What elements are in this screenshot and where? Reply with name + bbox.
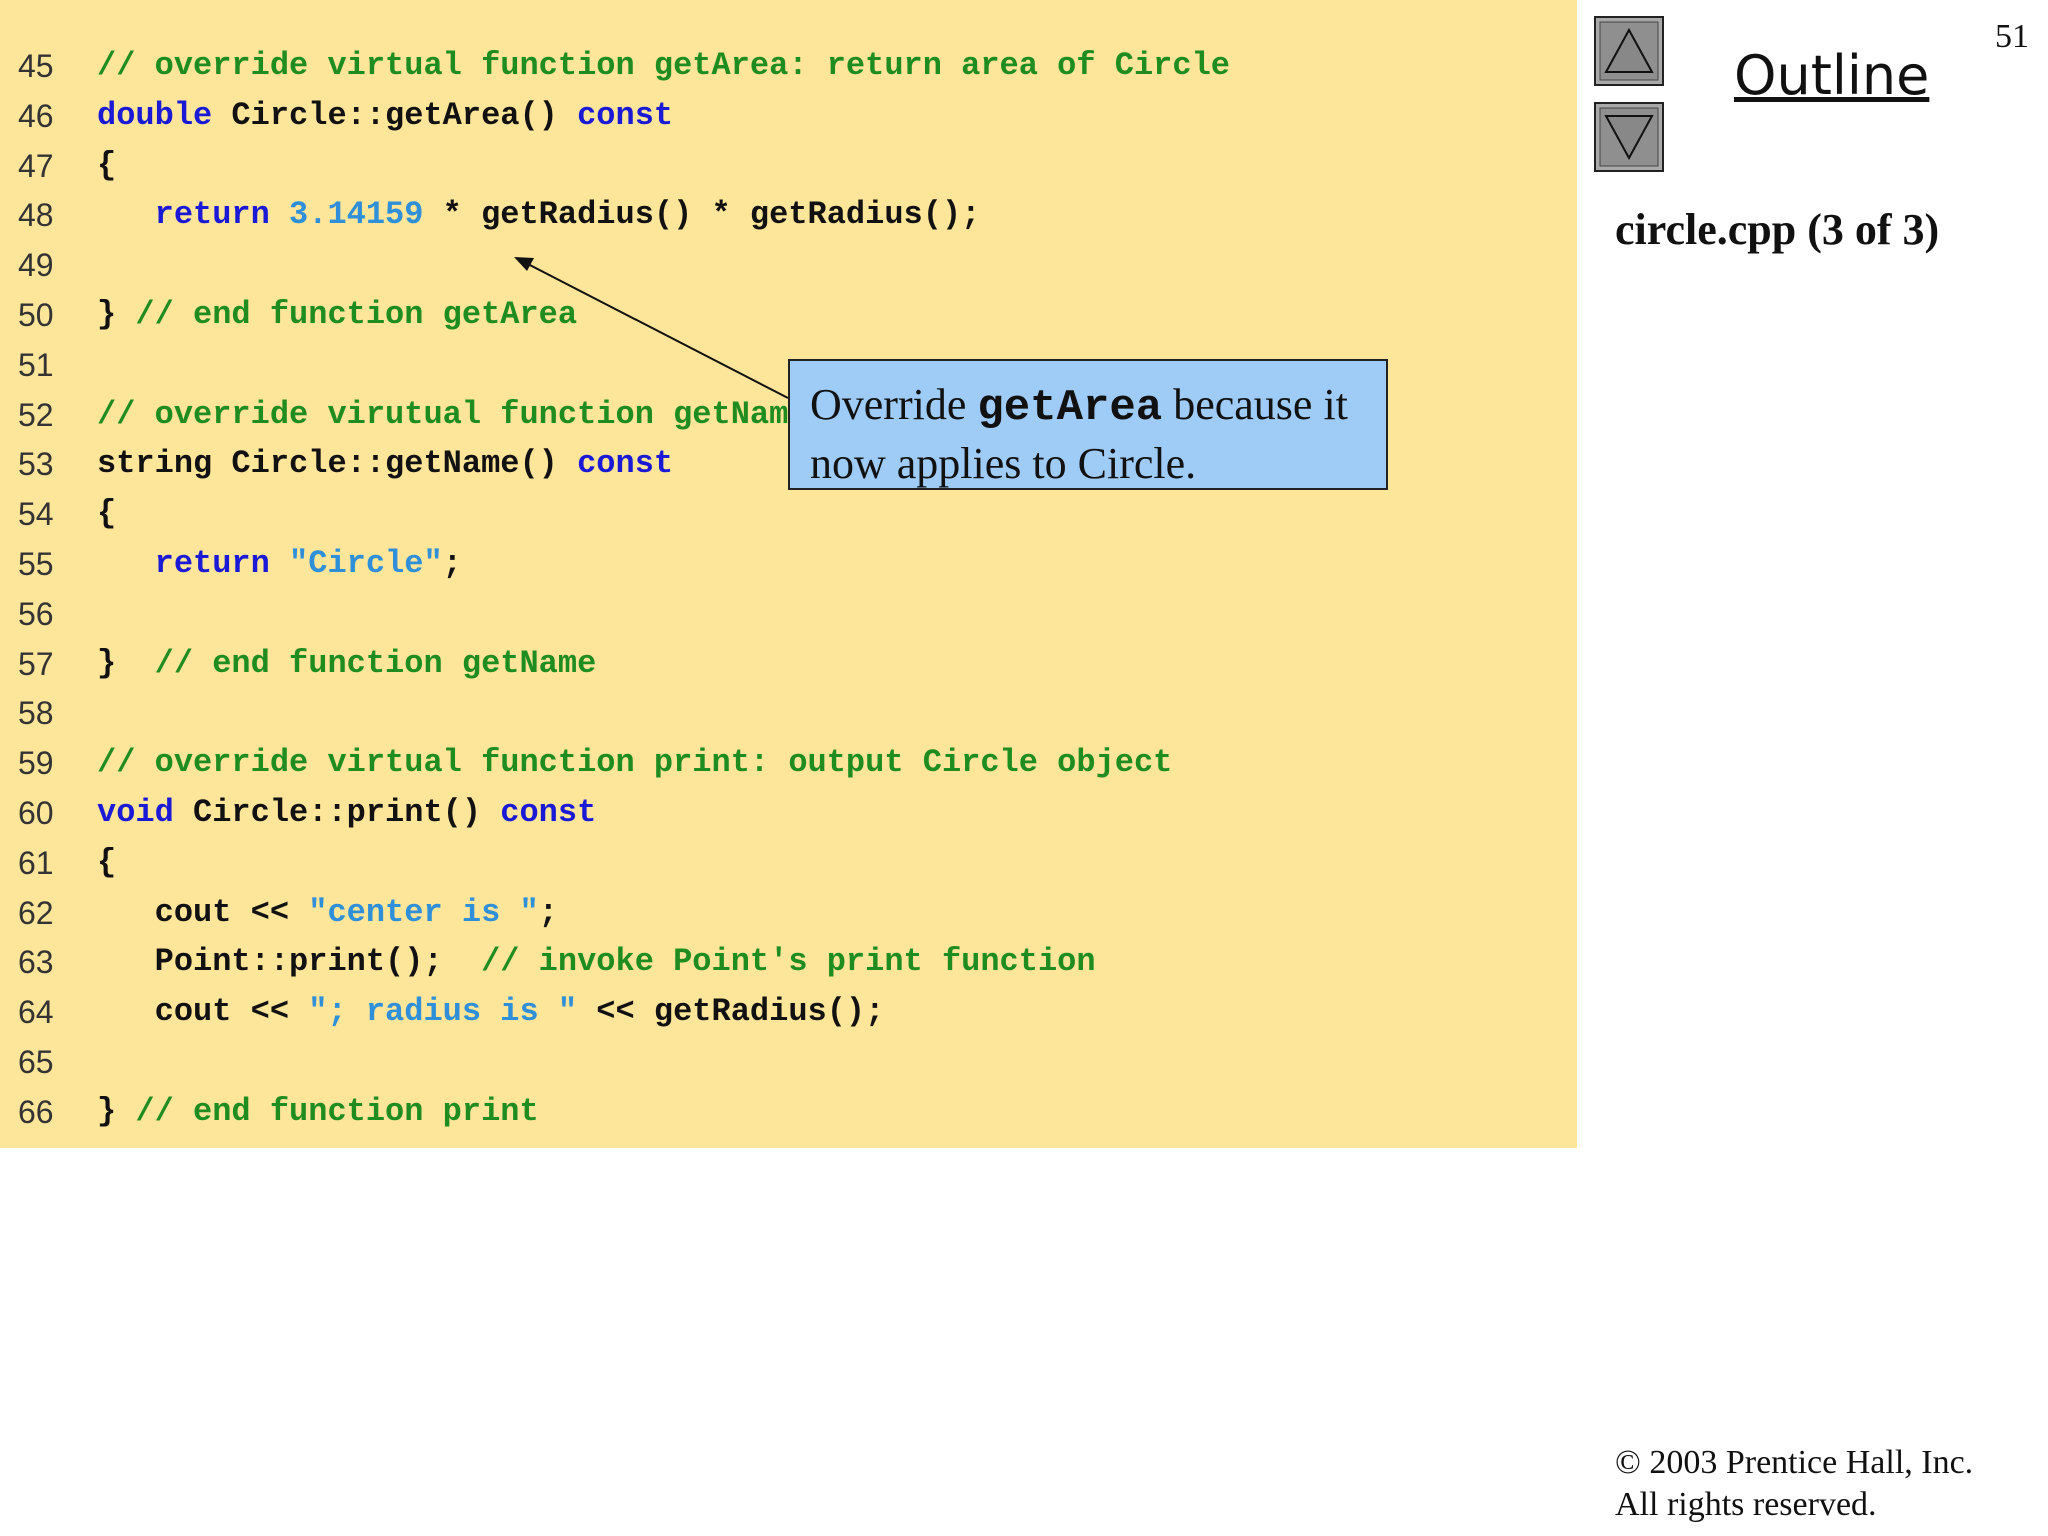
line-number: 64	[18, 994, 54, 1031]
code-token: double	[97, 96, 213, 134]
line-number: 56	[18, 595, 54, 632]
callout-box: Override getArea because it now applies …	[788, 359, 1388, 490]
line-number: 53	[18, 446, 54, 483]
code-text: // override virtual function print: outp…	[97, 743, 1172, 783]
code-token: // override virtual function print: outp…	[97, 744, 1173, 782]
code-token	[270, 196, 289, 233]
outline-down-button[interactable]	[1594, 102, 1664, 172]
code-token: Circle::getArea()	[212, 96, 578, 134]
code-token: * getRadius() * getRadius();	[423, 196, 981, 234]
code-token: const	[577, 445, 674, 483]
code-token: const	[577, 96, 674, 134]
code-token: ;	[442, 545, 462, 582]
line-number: 50	[18, 297, 54, 333]
line-number: 65	[18, 1044, 54, 1080]
code-token: // end function getName	[154, 644, 597, 682]
code-token: const	[500, 794, 597, 831]
code-token: << getRadius();	[577, 993, 885, 1031]
code-text: return 3.14159 * getRadius() * getRadius…	[97, 195, 981, 235]
outline-title: Outline	[1734, 44, 1930, 107]
callout-text-prefix: Override	[810, 380, 978, 429]
code-token: ;	[538, 893, 558, 931]
code-text: } // end function print	[97, 1092, 539, 1132]
code-token: cout <<	[97, 893, 309, 931]
line-number: 54	[18, 496, 54, 533]
callout-text-suffix: because it	[1162, 380, 1348, 429]
code-token: return	[154, 545, 270, 582]
code-text: // override virtual function getArea: re…	[97, 46, 1230, 86]
code-text: double Circle::getArea() const	[97, 96, 673, 136]
file-label: circle.cpp (3 of 3)	[1615, 205, 1940, 254]
code-token: }	[97, 644, 155, 682]
line-number: 66	[18, 1093, 54, 1130]
code-token: Point::print();	[97, 943, 482, 981]
copyright-line-2: All rights reserved.	[1615, 1486, 1877, 1523]
line-number: 47	[18, 147, 54, 184]
code-text: return "Circle";	[97, 544, 462, 584]
line-number: 48	[18, 197, 54, 234]
code-text: {	[97, 494, 116, 534]
code-text: cout << "; radius is " << getRadius();	[97, 992, 885, 1032]
down-arrow-icon	[1594, 102, 1664, 172]
line-number: 49	[18, 247, 54, 284]
code-token: {	[97, 146, 117, 184]
code-token: "Circle"	[289, 545, 443, 582]
code-text: cout << "center is ";	[97, 893, 558, 933]
line-number: 52	[18, 396, 54, 433]
line-number: 58	[18, 695, 54, 732]
code-token: {	[97, 843, 117, 881]
code-token: Circle::print()	[173, 794, 501, 831]
outline-up-button[interactable]	[1594, 16, 1664, 86]
code-token: // end function getArea	[135, 296, 578, 333]
slide-number: 51	[1995, 18, 2029, 55]
code-token: // invoke Point's print function	[481, 943, 1096, 981]
code-token: return	[154, 196, 270, 234]
code-panel	[0, 0, 1577, 1148]
callout-code: getArea	[977, 383, 1163, 433]
code-token: // end function print	[135, 1092, 539, 1130]
code-token	[97, 545, 155, 582]
line-number: 59	[18, 745, 54, 782]
code-token: // override virtual function getArea: re…	[97, 47, 1230, 84]
code-token: void	[97, 794, 174, 831]
code-token: cout <<	[97, 993, 309, 1031]
up-arrow-icon	[1594, 16, 1664, 86]
copyright: © 2003 Prentice Hall, Inc. All rights re…	[1615, 1442, 1973, 1526]
code-text: {	[97, 843, 116, 883]
code-text: Point::print(); // invoke Point's print …	[97, 942, 1096, 982]
code-text: {	[97, 146, 116, 186]
code-text: string Circle::getName() const	[97, 444, 673, 484]
code-token	[270, 545, 289, 582]
line-number: 60	[18, 795, 54, 831]
line-number: 62	[18, 894, 54, 931]
code-text: } // end function getName	[97, 644, 596, 684]
code-token: string Circle::getName()	[97, 445, 578, 483]
code-text: } // end function getArea	[97, 295, 577, 335]
code-token: 3.14159	[289, 196, 424, 234]
code-text: void Circle::print() const	[97, 793, 596, 833]
line-number: 55	[18, 546, 54, 582]
code-token: }	[97, 1092, 136, 1130]
code-token: "center is "	[308, 893, 539, 931]
callout-text-line2: now applies to Circle.	[810, 439, 1197, 488]
code-token: {	[97, 495, 117, 533]
code-token	[97, 196, 155, 233]
line-number: 46	[18, 97, 54, 134]
code-token: }	[97, 296, 136, 333]
line-number: 63	[18, 944, 54, 981]
copyright-line-1: © 2003 Prentice Hall, Inc.	[1615, 1444, 1974, 1481]
line-number: 51	[18, 346, 54, 383]
line-number: 45	[18, 48, 54, 84]
line-number: 61	[18, 844, 54, 881]
line-number: 57	[18, 645, 54, 682]
code-token: "; radius is "	[308, 993, 578, 1031]
